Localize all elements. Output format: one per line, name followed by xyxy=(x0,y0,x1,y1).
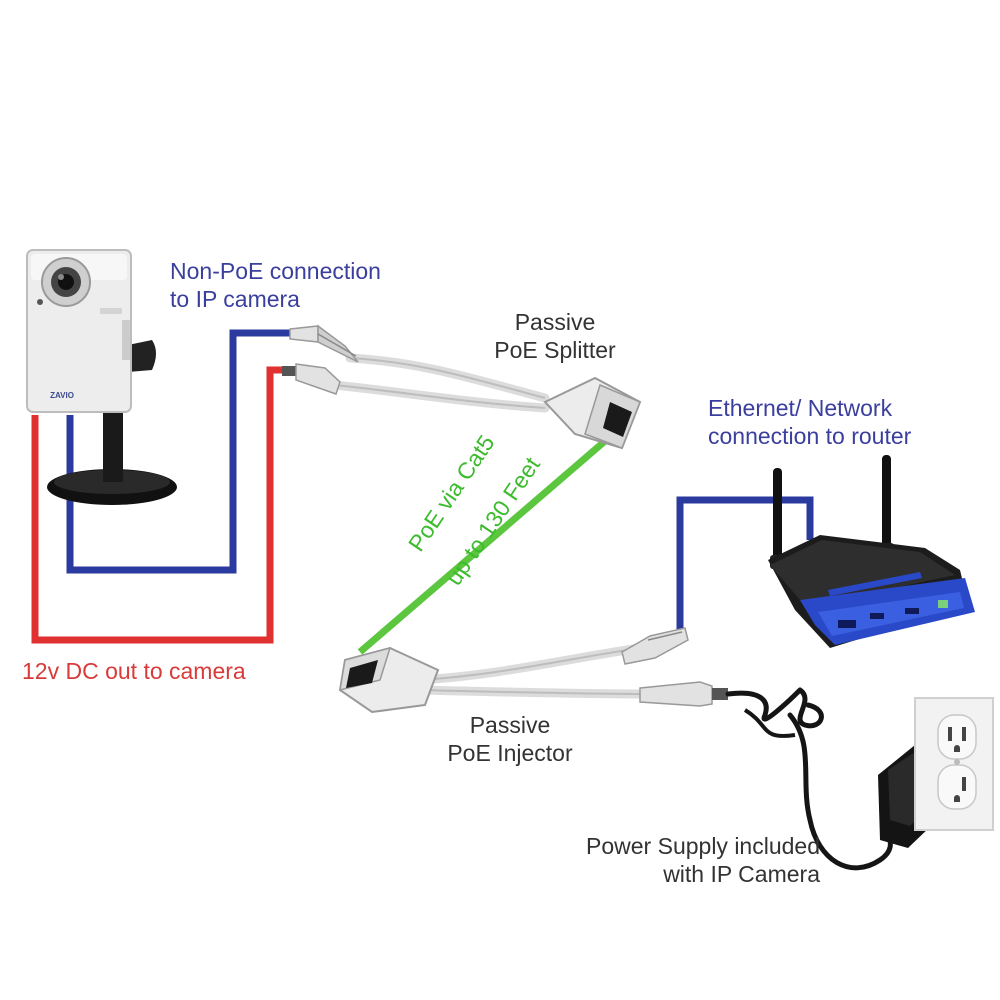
power-supply-label: Power Supply included with IP Camera xyxy=(520,832,820,888)
ethernet-line1: Ethernet/ Network xyxy=(708,395,893,421)
non-poe-line2: to IP camera xyxy=(170,286,300,312)
poe-cat5-cable xyxy=(357,432,615,655)
router-antenna-right xyxy=(879,455,894,557)
power-line1: Power Supply included xyxy=(586,833,820,859)
splitter-rj45-plug xyxy=(289,324,359,363)
splitter-dc-plug xyxy=(282,363,341,395)
camera-network-wire xyxy=(66,329,290,574)
dc-out-wire xyxy=(31,366,290,644)
camera-brand-text: ZAVIO xyxy=(50,391,74,400)
injector-line2: PoE Injector xyxy=(447,740,573,766)
router-network-wire xyxy=(676,496,814,630)
ip-camera: ZAVIO xyxy=(26,249,177,505)
router xyxy=(768,455,975,648)
splitter-line1: Passive xyxy=(514,309,596,335)
ethernet-line2: connection to router xyxy=(708,423,912,449)
dc-out-label: 12v DC out to camera xyxy=(22,658,246,684)
ethernet-connection-label: Ethernet/ Network connection to router xyxy=(708,394,911,450)
non-poe-connection-label: Non-PoE connection to IP camera xyxy=(170,257,381,313)
injector-rj45-plug xyxy=(621,627,689,665)
injector-line1: Passive xyxy=(469,712,551,738)
poe-injector xyxy=(338,627,728,714)
power-line2: with IP Camera xyxy=(663,861,820,887)
poe-splitter-label: Passive PoE Splitter xyxy=(470,308,640,364)
poe-splitter xyxy=(282,324,642,450)
splitter-rj45-jack xyxy=(543,376,642,450)
injector-dc-plug xyxy=(639,681,728,707)
injector-rj45-jack xyxy=(338,646,440,714)
poe-injector-label: Passive PoE Injector xyxy=(430,711,590,767)
non-poe-line1: Non-PoE connection xyxy=(170,258,381,284)
wall-outlet xyxy=(914,697,994,831)
splitter-line2: PoE Splitter xyxy=(494,337,616,363)
